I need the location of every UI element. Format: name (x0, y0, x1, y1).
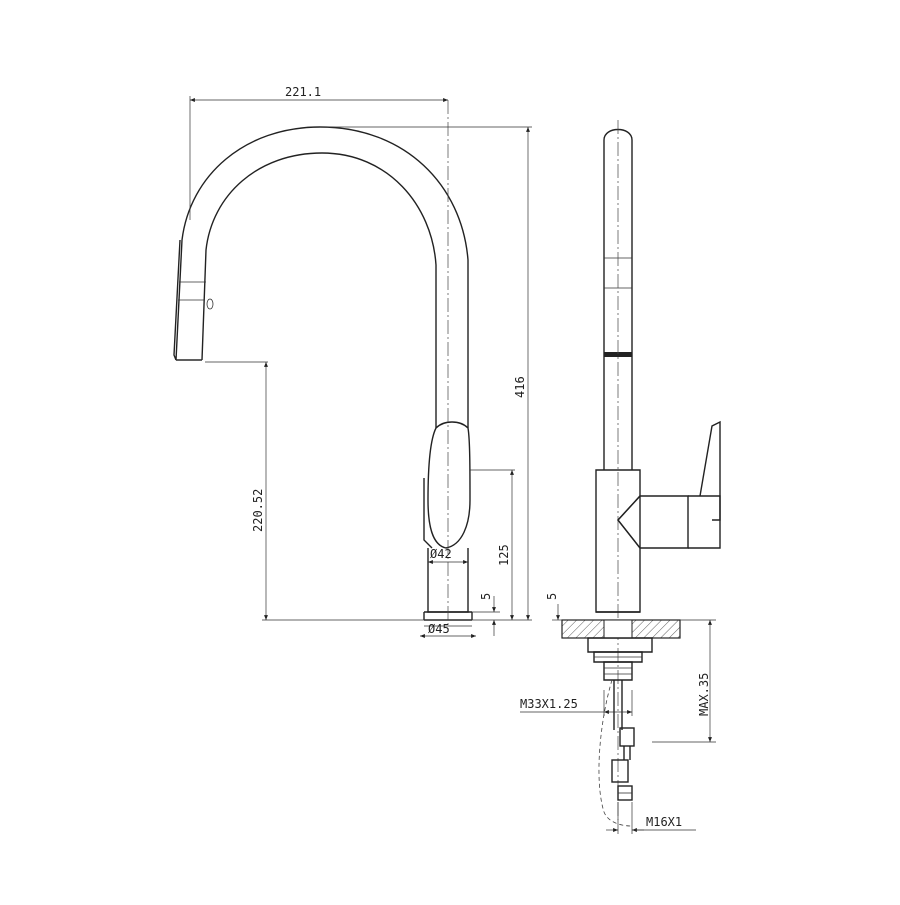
spray-button-icon (206, 298, 214, 310)
dim-m16-label: M16X1 (646, 815, 682, 829)
side-mount-washer (593, 651, 643, 663)
front-view: 221.1 416 220.52 125 5 Ø42 Ø45 (173, 85, 532, 638)
dim-5-front-label: 5 (479, 593, 493, 600)
dim-d42-label: Ø42 (430, 547, 452, 561)
side-handle-connector (617, 495, 689, 549)
lever-handle-front (427, 421, 471, 549)
side-handle-block (688, 495, 721, 549)
side-deck-hole (603, 619, 633, 639)
side-spout-band (604, 352, 632, 357)
dim-height-label: 416 (513, 376, 527, 398)
dim-m33-label: M33X1.25 (520, 697, 578, 711)
side-hose-fitting-2 (611, 759, 629, 783)
dim-d45-label: Ø45 (428, 622, 450, 636)
side-hose-fitting-1 (619, 727, 635, 747)
dim-125-label: 125 (497, 544, 511, 566)
side-mount-nut (587, 637, 653, 653)
side-lever (699, 420, 721, 521)
dim-outlet-label: 220.52 (251, 489, 265, 532)
dim-max35-label: MAX.35 (697, 673, 711, 716)
spout-inner-arc (201, 152, 437, 428)
side-hose-b (623, 746, 631, 760)
dim-reach-label: 221.1 (285, 85, 321, 99)
handle-side-edge (423, 478, 433, 549)
side-view: 5 MAX.35 M33X1.25 M16X1 (520, 120, 721, 834)
side-hose-a (613, 680, 623, 730)
dim-5-side-label: 5 (545, 593, 559, 600)
side-handle-cone (617, 495, 641, 549)
spout-outer-arc (175, 126, 469, 428)
